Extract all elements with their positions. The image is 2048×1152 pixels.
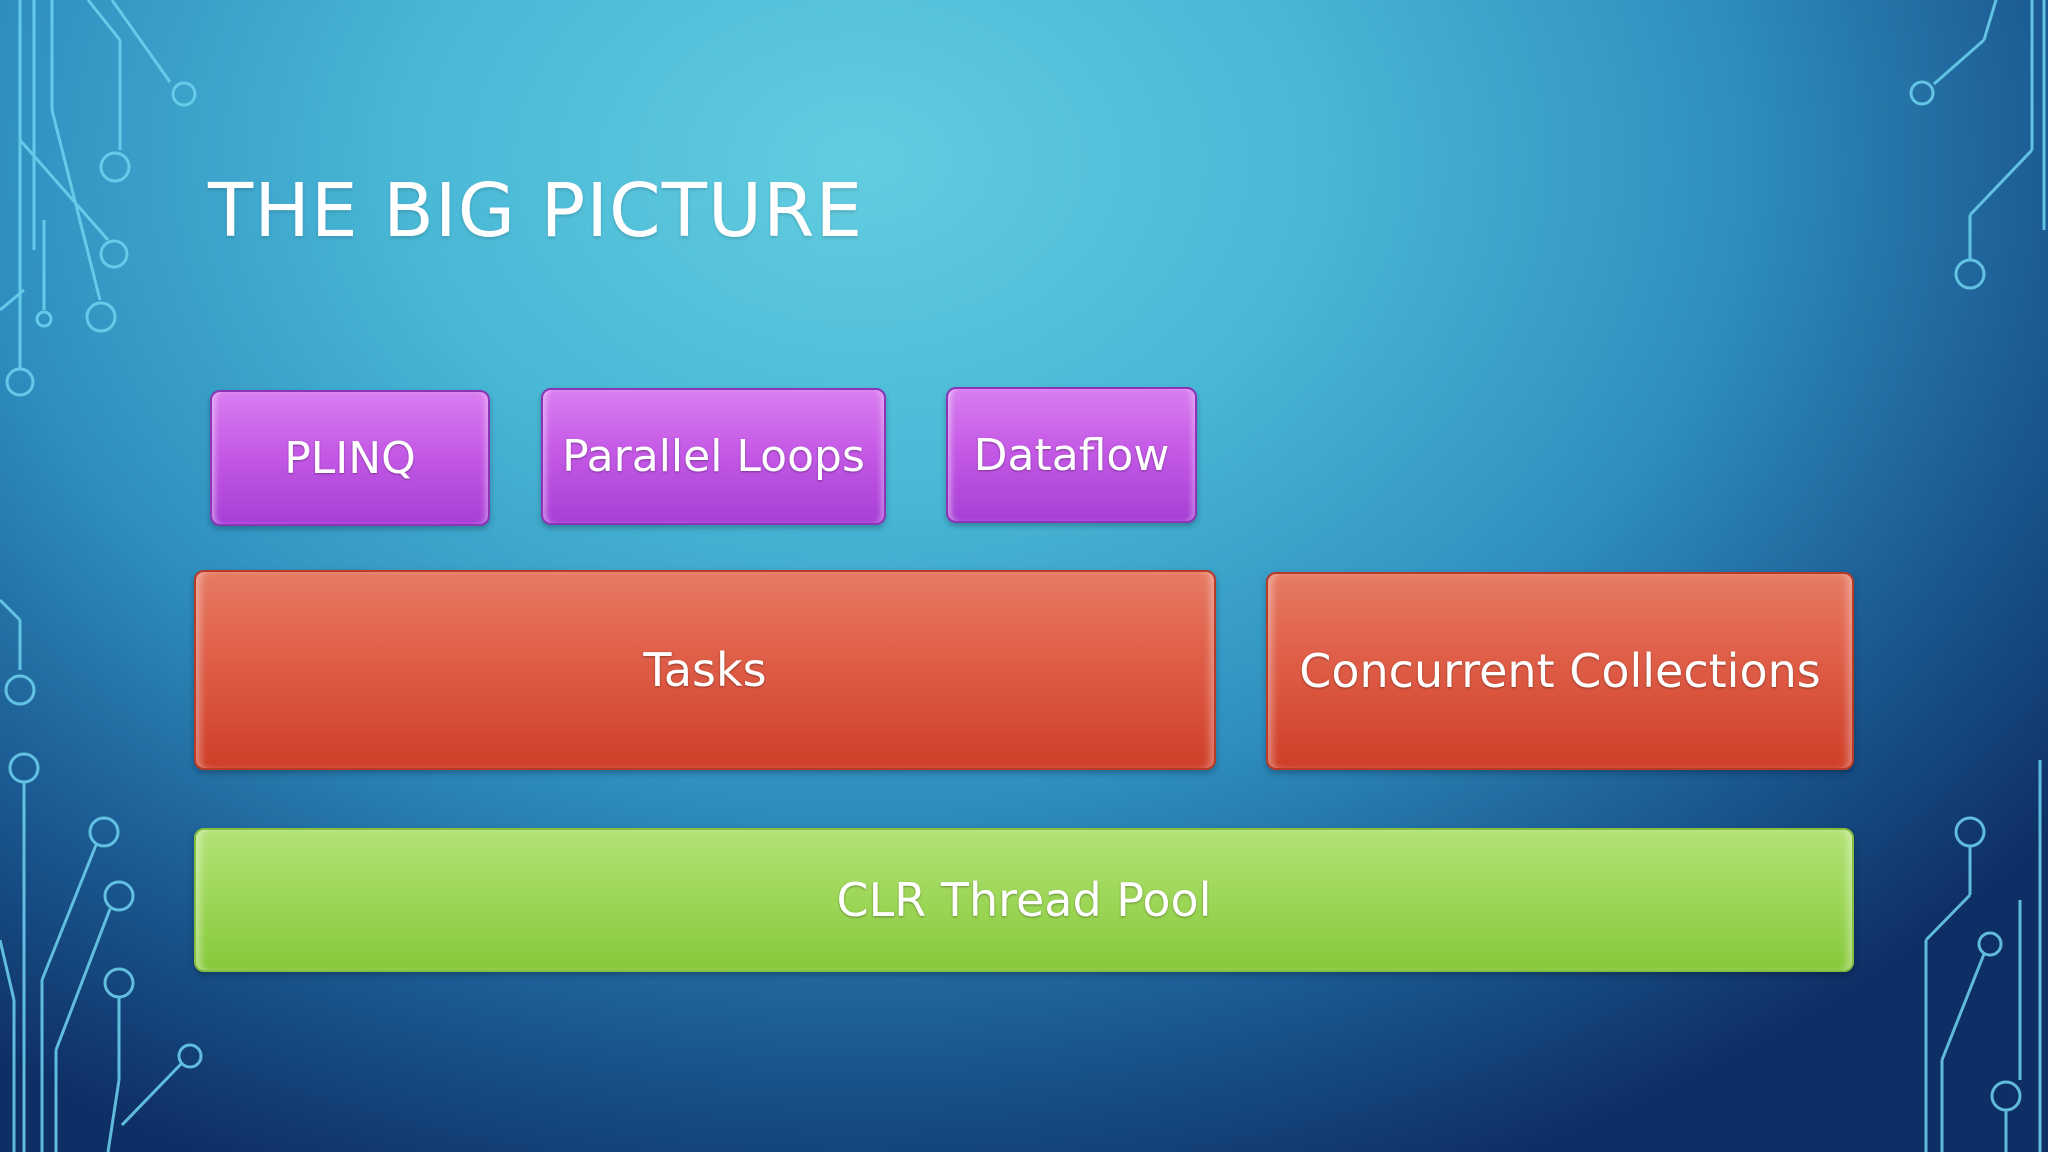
tasks-label: Tasks — [643, 643, 767, 697]
tasks-box: Tasks — [194, 570, 1216, 770]
dataflow-label: Dataflow — [973, 429, 1170, 481]
slide-title: THE BIG PICTURE — [208, 168, 864, 254]
plinq-box: PLINQ — [210, 390, 490, 526]
clr-thread-pool-label: CLR Thread Pool — [836, 873, 1212, 927]
clr-thread-pool-box: CLR Thread Pool — [194, 828, 1854, 972]
plinq-label: PLINQ — [284, 432, 416, 484]
parallel-loops-label: Parallel Loops — [562, 431, 865, 482]
circuit-lines-icon — [1909, 0, 2046, 1152]
dataflow-box: Dataflow — [946, 387, 1197, 523]
parallel-loops-box: Parallel Loops — [541, 388, 886, 525]
concurrent-collections-label: Concurrent Collections — [1299, 644, 1821, 698]
circuit-lines-icon — [0, 0, 203, 1152]
concurrent-collections-box: Concurrent Collections — [1266, 572, 1854, 770]
